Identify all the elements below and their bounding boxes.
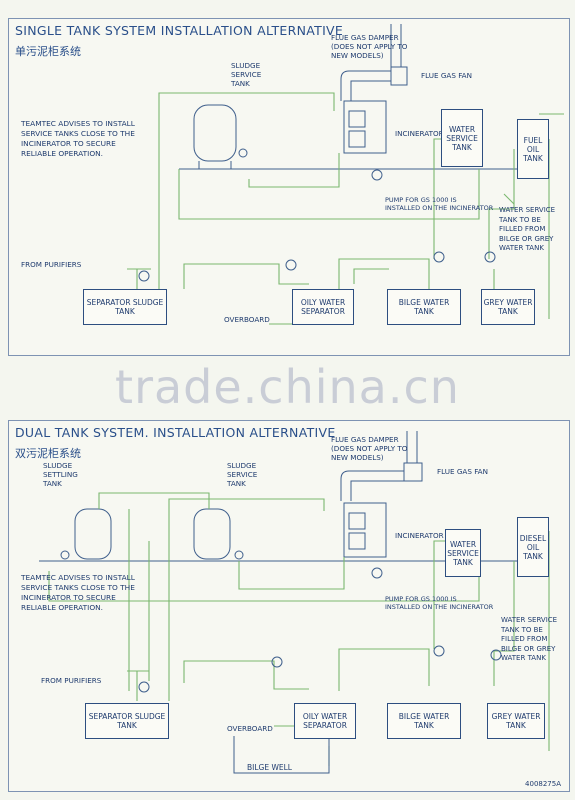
single-grey-water-tank: GREY WATER TANK	[481, 289, 535, 325]
dual-incinerator-label: INCINERATOR	[395, 531, 444, 540]
dual-sludge-settling-tank-label: SLUDGE SETTLING TANK	[43, 461, 78, 488]
single-from-purifiers-label: FROM PURIFIERS	[21, 260, 82, 269]
single-tank-panel: SINGLE TANK SYSTEM INSTALLATION ALTERNAT…	[8, 18, 570, 356]
watermark: trade.china.cn	[115, 360, 460, 414]
dual-advice-text: TEAMTEC ADVISES TO INSTALL SERVICE TANKS…	[21, 573, 135, 612]
single-overboard-label: OVERBOARD	[224, 315, 270, 324]
dual-overboard-label: OVERBOARD	[227, 724, 273, 733]
dual-panel-title-cn: 双污泥柜系统	[15, 447, 81, 460]
single-oily-water-separator: OILY WATER SEPARATOR	[292, 289, 354, 325]
single-advice-text: TEAMTEC ADVISES TO INSTALL SERVICE TANKS…	[21, 119, 135, 158]
dual-oily-water-separator: OILY WATER SEPARATOR	[294, 703, 356, 739]
dual-from-purifiers-label: FROM PURIFIERS	[41, 676, 102, 685]
dual-flue-gas-damper-label: FLUE GAS DAMPER (DOES NOT APPLY TO NEW M…	[331, 435, 408, 462]
dual-bilge-well-label: BILGE WELL	[247, 763, 292, 772]
dual-tank-panel: DUAL TANK SYSTEM. INSTALLATION ALTERNATI…	[8, 420, 570, 792]
dual-diesel-oil-tank: DIESEL OIL TANK	[517, 517, 549, 577]
single-incinerator-label: INCINERATOR	[395, 129, 444, 138]
dual-water-service-fill-note: WATER SERVICE TANK TO BE FILLED FROM BIL…	[501, 616, 558, 662]
dual-sludge-service-tank-label: SLUDGE SERVICE TANK	[227, 461, 258, 488]
single-water-service-tank: WATER SERVICE TANK	[441, 109, 483, 167]
single-bilge-water-tank: BILGE WATER TANK	[387, 289, 461, 325]
dual-pump-note: PUMP FOR GS 1000 IS INSTALLED ON THE INC…	[385, 595, 494, 611]
dual-water-service-tank: WATER SERVICE TANK	[445, 529, 481, 577]
single-piping-diagram	[127, 24, 564, 325]
single-panel-title-cn: 单污泥柜系统	[15, 45, 81, 58]
single-sludge-service-tank-label: SLUDGE SERVICE TANK	[231, 61, 262, 88]
single-panel-title: SINGLE TANK SYSTEM INSTALLATION ALTERNAT…	[15, 23, 344, 38]
single-flue-gas-fan-label: FLUE GAS FAN	[421, 71, 472, 80]
dual-piping-diagram	[39, 431, 550, 774]
single-water-service-fill-note: WATER SERVICE TANK TO BE FILLED FROM BIL…	[499, 206, 556, 252]
single-fuel-oil-tank: FUEL OIL TANK	[517, 119, 549, 179]
document-id: 4008275A	[525, 780, 561, 788]
dual-grey-water-tank: GREY WATER TANK	[487, 703, 545, 739]
dual-panel-title: DUAL TANK SYSTEM. INSTALLATION ALTERNATI…	[15, 425, 336, 440]
dual-separator-sludge-tank: SEPARATOR SLUDGE TANK	[85, 703, 169, 739]
dual-bilge-water-tank: BILGE WATER TANK	[387, 703, 461, 739]
single-pump-note: PUMP FOR GS 1000 IS INSTALLED ON THE INC…	[385, 196, 494, 212]
single-separator-sludge-tank: SEPARATOR SLUDGE TANK	[83, 289, 167, 325]
dual-flue-gas-fan-label: FLUE GAS FAN	[437, 467, 488, 476]
single-flue-gas-damper-label: FLUE GAS DAMPER (DOES NOT APPLY TO NEW M…	[331, 33, 408, 60]
